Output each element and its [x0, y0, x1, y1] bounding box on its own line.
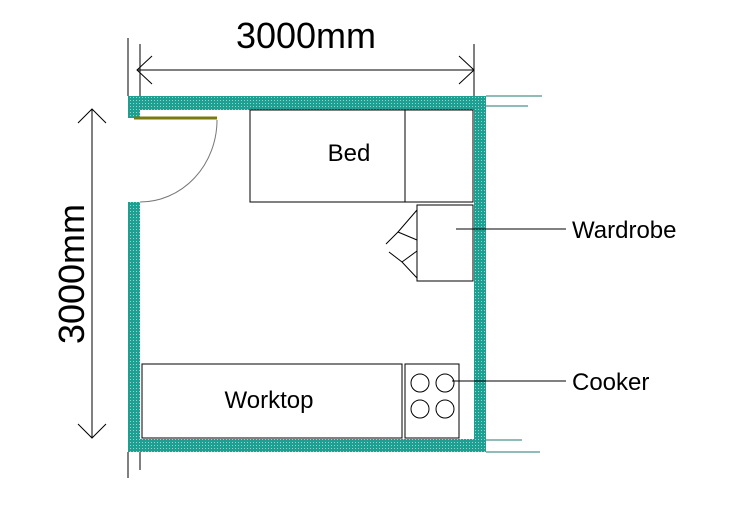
left-wall-lower — [128, 202, 140, 452]
door-swing-arc — [139, 119, 218, 203]
hob-burner — [435, 399, 455, 419]
worktop-label: Worktop — [225, 387, 314, 414]
bottom-wall — [128, 439, 486, 452]
wardrobe-label: Wardrobe — [572, 217, 676, 244]
left-wall-upper — [128, 96, 140, 118]
worktop[interactable] — [141, 363, 403, 439]
bed[interactable] — [249, 109, 474, 203]
width-dimension — [136, 55, 475, 85]
top-wall — [128, 96, 486, 110]
cooker-label: Cooker — [572, 369, 649, 396]
hob-burner — [410, 399, 430, 419]
right-wall — [474, 96, 486, 452]
width-dimension-label: 3000mm — [236, 15, 376, 56]
height-dimension — [77, 108, 107, 439]
height-dimension-label: 3000mm — [51, 204, 92, 344]
hob-burner — [410, 373, 430, 393]
wall-extension-lines — [486, 95, 542, 453]
cooker[interactable] — [404, 363, 460, 439]
hob-burner — [435, 373, 455, 393]
bed-label: Bed — [328, 140, 371, 167]
wardrobe[interactable] — [385, 204, 474, 282]
walls — [128, 96, 486, 452]
